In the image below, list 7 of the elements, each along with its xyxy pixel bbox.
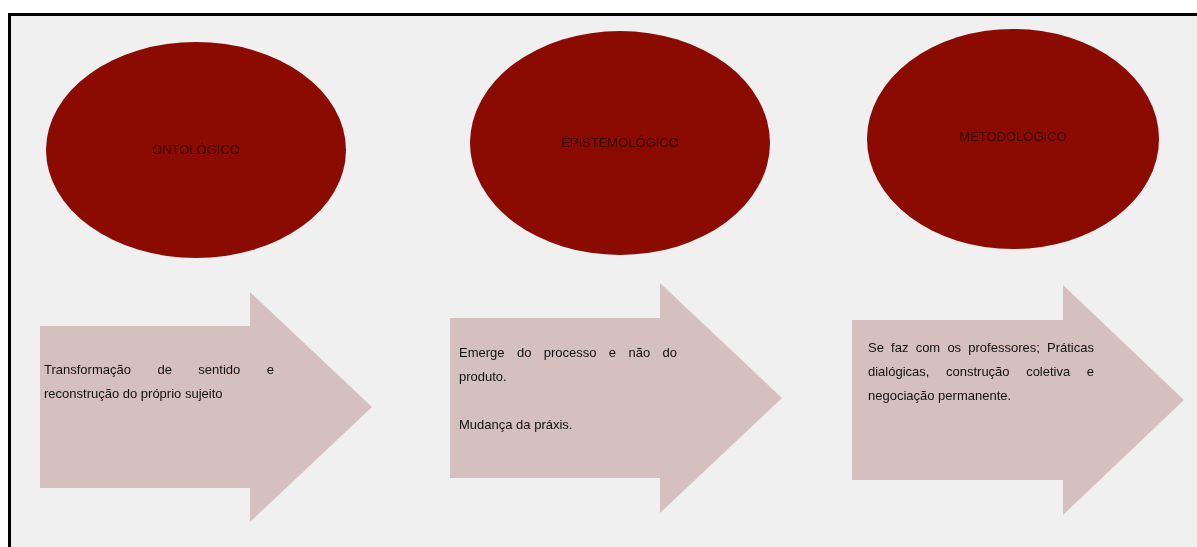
description-text: Emerge do processo e não do produto. [459,344,677,386]
description-text: Transformação de sentido e reconstrução do próprio sujeito [44,361,274,403]
category-title: EPISTEMOLÓGICO [560,135,680,150]
category-title: METODOLÓGICO [958,129,1068,144]
description-text: Mudança da práxis. [459,416,574,434]
category-title: ONTOLÓGICO [151,142,241,157]
description-text: Se faz com os professores; Práticas dialógicas, construção coletiva e negociação permanente. [868,339,1094,405]
